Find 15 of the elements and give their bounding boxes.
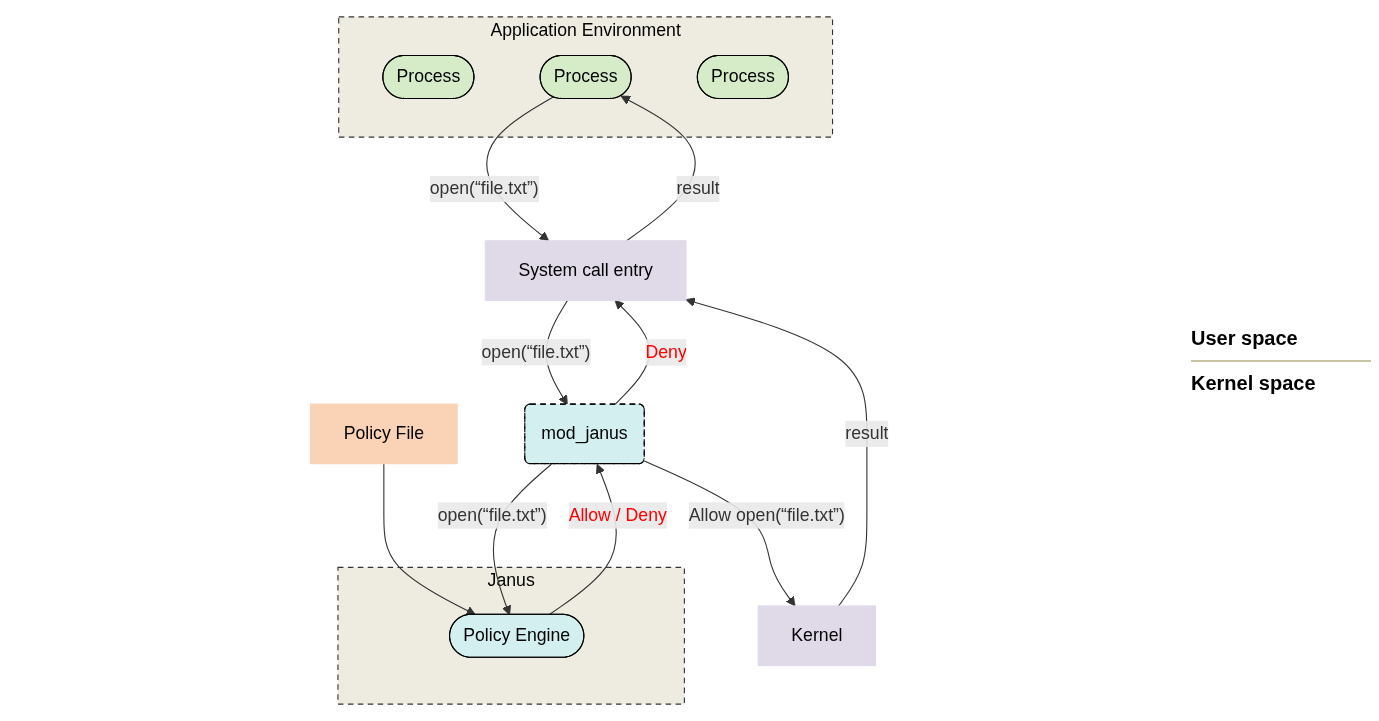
edge-label: open(“file.txt”) xyxy=(481,342,591,362)
region-label: User space xyxy=(1191,326,1299,350)
node-box: System call entry xyxy=(484,240,687,301)
node-box: Policy File xyxy=(309,403,458,465)
edge-label: result xyxy=(676,179,720,198)
edge-label: result xyxy=(845,423,889,443)
edge-label: open(“file.txt”) xyxy=(429,179,539,198)
region-label: Kernel space xyxy=(1191,371,1317,395)
node-box: Kernel xyxy=(757,605,876,667)
edge-label: open(“file.txt”) xyxy=(437,505,547,525)
edge-label: Deny xyxy=(645,342,687,362)
edge-label: Allow open(“file.txt”) xyxy=(688,505,845,525)
edge-label: Allow / Deny xyxy=(568,505,667,525)
arrow xyxy=(685,297,868,607)
arrow xyxy=(383,463,476,616)
